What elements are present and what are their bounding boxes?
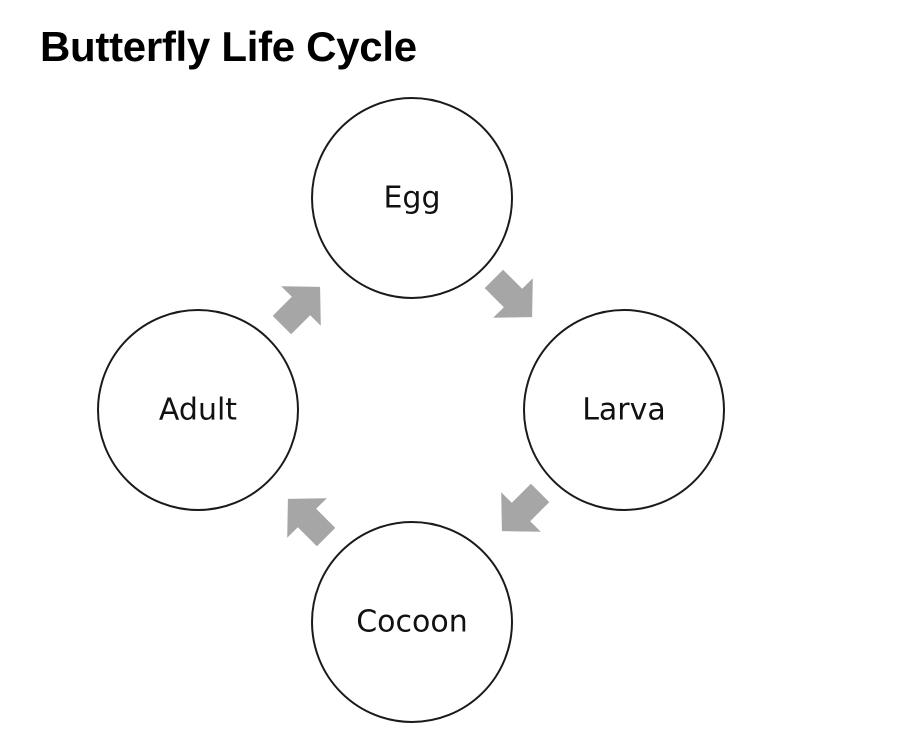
stage-larva: Larva <box>523 309 725 511</box>
stage-egg: Egg <box>311 97 513 299</box>
arrow-adult-to-egg-icon <box>262 267 340 345</box>
stage-adult: Adult <box>97 309 299 511</box>
stage-adult-circle <box>97 309 299 511</box>
stage-cocoon: Cocoon <box>311 521 513 723</box>
stage-cocoon-circle <box>311 521 513 723</box>
arrow-cocoon-to-adult-icon <box>268 479 346 557</box>
stage-cocoon-label: Cocoon <box>356 605 468 640</box>
stage-larva-circle <box>523 309 725 511</box>
stage-egg-circle <box>311 97 513 299</box>
stage-adult-label: Adult <box>159 393 237 428</box>
stage-larva-label: Larva <box>582 393 666 428</box>
arrow-egg-to-larva-icon <box>474 259 552 337</box>
arrow-larva-to-cocoon-icon <box>482 473 560 551</box>
page-title: Butterfly Life Cycle <box>40 23 417 70</box>
stage-egg-label: Egg <box>383 181 440 216</box>
